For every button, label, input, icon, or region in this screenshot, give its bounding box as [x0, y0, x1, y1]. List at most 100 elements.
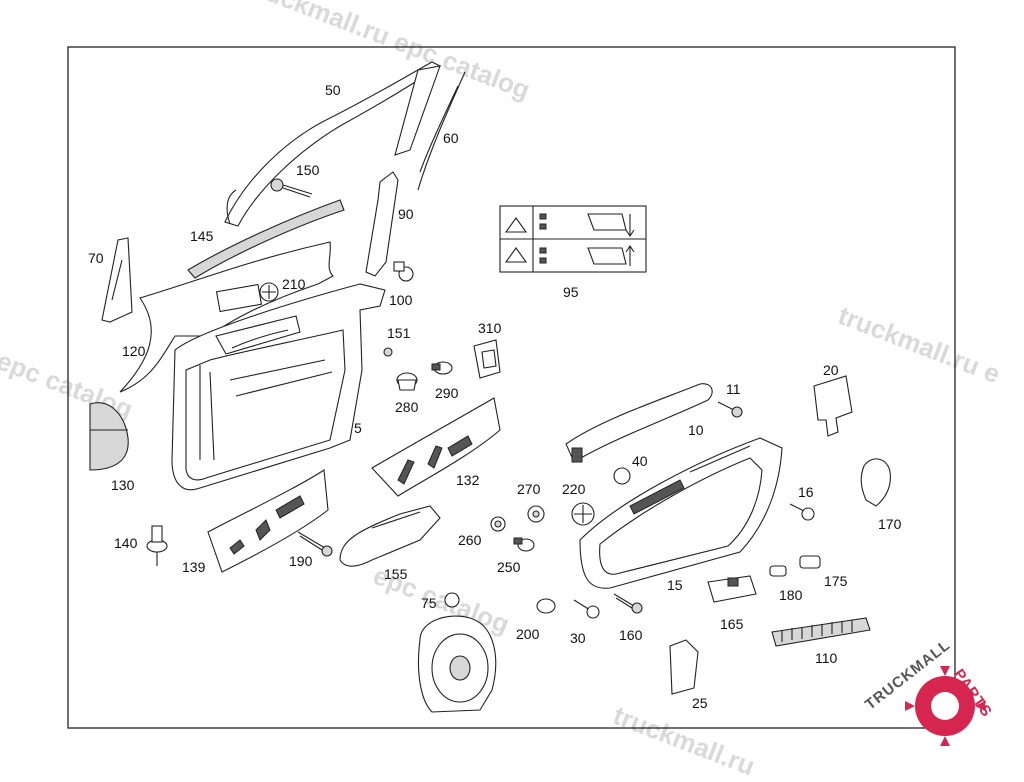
- part-50-end: [226, 189, 237, 225]
- part-190-screw-head: [321, 545, 333, 557]
- callout-190: 190: [289, 553, 313, 569]
- callout-175: 175: [824, 573, 848, 589]
- callout-139: 139: [182, 559, 206, 575]
- part-260-hole: [494, 520, 502, 528]
- part-310-bracket: [473, 339, 501, 379]
- part-30-screw-head: [586, 605, 600, 619]
- part-270-hole: [532, 510, 540, 518]
- part-60-seal-inner: [419, 85, 459, 173]
- part-220-detail: [574, 505, 592, 523]
- callout-5: 5: [354, 420, 362, 436]
- logo-gear-icon: [905, 666, 985, 746]
- part-210-detail: [262, 285, 276, 299]
- part-280-base: [397, 379, 417, 391]
- callout-50: 50: [325, 82, 341, 98]
- callout-145: 145: [190, 228, 214, 244]
- callout-250: 250: [497, 559, 521, 575]
- callout-30: 30: [570, 630, 586, 646]
- callout-150: 150: [296, 162, 320, 178]
- callout-260: 260: [458, 532, 482, 548]
- callout-95: 95: [563, 284, 579, 300]
- part-200-cap: [536, 598, 556, 614]
- part-145-belt-molding: [187, 199, 345, 279]
- diagram-drawing: [67, 46, 985, 746]
- callout-140: 140: [114, 535, 138, 551]
- part-150-screw-head: [270, 178, 284, 192]
- part-110-trim-strip: [771, 617, 871, 647]
- callout-110: 110: [815, 650, 838, 666]
- part-155-armrest: [339, 505, 441, 567]
- part-150-screw-shaft: [282, 184, 313, 198]
- part-160-screw-head: [631, 602, 643, 614]
- callout-60: 60: [443, 130, 459, 146]
- part-95-icon-d: [539, 257, 547, 264]
- part-130-speaker-cover: [89, 402, 129, 471]
- part-15-handle: [629, 479, 685, 515]
- callout-90: 90: [398, 206, 414, 222]
- part-175-connector: [799, 555, 821, 569]
- callout-160: 160: [619, 627, 643, 643]
- part-155-detail: [371, 511, 421, 529]
- part-16-screw-head: [801, 507, 815, 521]
- callout-210: 210: [282, 276, 306, 292]
- part-15-door-panel: [579, 437, 783, 589]
- callout-100: 100: [389, 292, 413, 308]
- part-250-tab: [513, 537, 523, 545]
- part-139-switches: [229, 495, 305, 555]
- part-110-ribs: [781, 620, 853, 642]
- part-170-lock: [860, 458, 891, 507]
- speaker-center: [449, 655, 471, 681]
- part-5-panel-inner: [185, 329, 346, 481]
- callout-280: 280: [395, 399, 419, 415]
- part-40-cap: [613, 467, 631, 485]
- callout-270: 270: [517, 481, 541, 497]
- part-15-trim-line: [689, 445, 751, 473]
- part-165-detail: [727, 577, 739, 587]
- callout-40: 40: [632, 453, 648, 469]
- diagram-frame: [67, 46, 956, 729]
- part-5-handle-recess: [215, 315, 301, 355]
- part-120-cutout: [215, 283, 263, 313]
- part-151-clip: [383, 347, 393, 357]
- part-95-icon-a: [539, 213, 547, 220]
- callout-290: 290: [435, 385, 459, 401]
- part-75-screw: [444, 592, 460, 608]
- part-140-clip-top: [151, 525, 163, 543]
- part-25-bracket: [669, 639, 699, 695]
- part-5-panel-lines: [199, 359, 333, 461]
- callout-120: 120: [122, 343, 146, 359]
- part-50-pillar: [394, 65, 441, 156]
- callout-75: 75: [421, 595, 437, 611]
- part-10-armrest: [565, 383, 713, 463]
- callout-10: 10: [688, 422, 704, 438]
- callout-132: 132: [456, 472, 480, 488]
- part-10-clip: [571, 447, 583, 463]
- part-190-screw: [297, 531, 326, 551]
- part-290-tab: [431, 363, 441, 371]
- speaker-cone: [431, 633, 489, 703]
- part-95-warning-icon: [504, 217, 528, 263]
- callout-151: 151: [387, 325, 411, 341]
- part-5-door-panel: [171, 283, 386, 491]
- part-160-screw: [613, 593, 635, 609]
- callout-180: 180: [779, 587, 803, 603]
- part-60-seal: [417, 71, 466, 191]
- part-95-icon-c: [539, 247, 547, 254]
- callout-11: 11: [726, 381, 741, 397]
- part-95-arrow-icon: [625, 214, 635, 266]
- callout-130: 130: [111, 477, 135, 493]
- part-95-icon-b: [539, 223, 547, 230]
- callout-25: 25: [692, 695, 708, 711]
- part-90-pillar-trim: [365, 171, 399, 277]
- part-11-screw: [717, 401, 735, 411]
- callout-310: 310: [478, 320, 502, 336]
- part-15-panel-inner: [599, 457, 763, 575]
- part-11-screw-head: [731, 406, 743, 418]
- part-180-bulb: [769, 565, 787, 577]
- part-30-screw: [573, 599, 591, 611]
- part-70-detail: [111, 259, 123, 301]
- callout-155: 155: [384, 566, 408, 582]
- callout-20: 20: [823, 362, 839, 378]
- callout-165: 165: [720, 616, 744, 632]
- part-95-label-grid: [500, 206, 646, 272]
